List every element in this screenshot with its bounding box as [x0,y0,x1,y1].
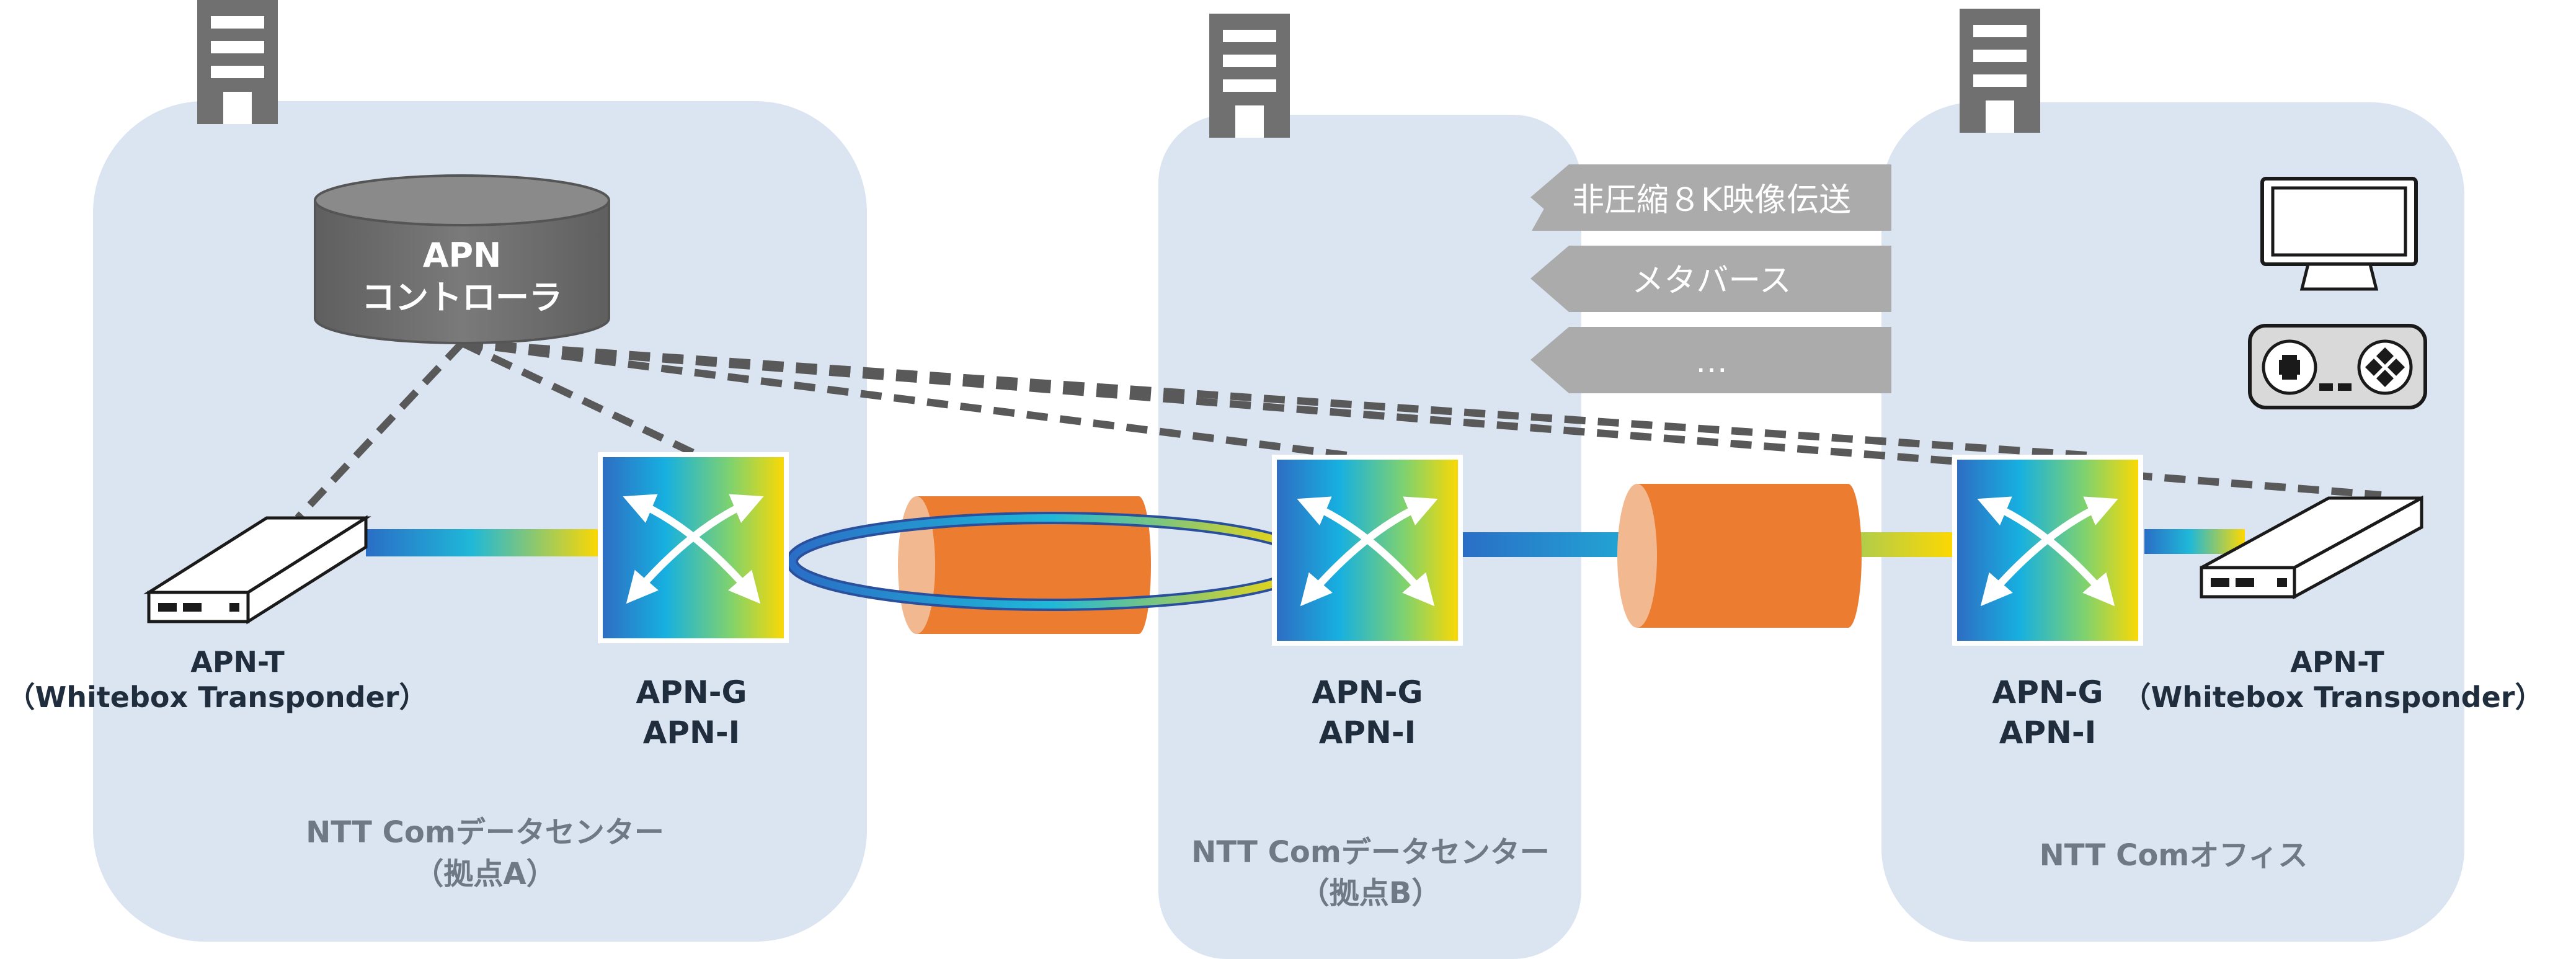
right-transponder-label-1: APN-T [2290,645,2384,679]
building-icon [197,0,278,124]
left-transponder-label-2: （Whitebox Transponder） [7,680,428,714]
optical-link [366,529,600,556]
site-c-panel [1881,102,2464,942]
control-links [295,339,2382,521]
transponder-box-icon [143,515,371,625]
switch-b-label-1: APN-G [1312,674,1423,710]
transponder-box-icon [2200,495,2423,600]
optical-link [2144,529,2245,554]
site-b-name: NTT Comデータセンター [1191,835,1550,870]
service-label: 非圧縮８K映像伝送 [1572,182,1851,219]
right-transponder-label-2: （Whitebox Transponder） [2123,680,2544,714]
service-tag: メタバース [1530,246,1891,312]
switch-a-label-2: APN-I [643,715,740,751]
site-c-name: NTT Comオフィス [2040,838,2308,873]
switch-arrows-icon [598,452,789,643]
building-icon [1960,9,2040,133]
switch-arrows-icon [1272,455,1463,646]
site-b-sub: （拠点B） [1300,876,1442,911]
switch-b-label-2: APN-I [1319,715,1416,751]
switch-c-label-2: APN-I [1999,715,2097,751]
service-label: メタバース [1632,262,1791,300]
monitor-icon [2260,177,2418,291]
left-transponder-label-1: APN-T [190,645,285,679]
building-icon [1209,14,1290,138]
gamepad-icon [2248,324,2427,409]
site-a-sub: （拠点A） [414,857,556,891]
service-tag: 非圧縮８K映像伝送 [1530,164,1891,231]
site-a-name: NTT Comデータセンター [306,815,664,850]
controller-label-2: コントローラ [362,278,562,317]
site-a-panel [93,101,867,942]
fiber-cable-icon [1617,484,1862,628]
switch-arrows-icon [1952,455,2143,646]
service-label: … [1695,343,1728,380]
switch-c-label-1: APN-G [1992,674,2103,710]
service-tag: … [1530,327,1891,393]
database-icon [314,174,610,344]
controller-label-1: APN [423,236,502,275]
switch-a-label-1: APN-G [636,674,747,710]
